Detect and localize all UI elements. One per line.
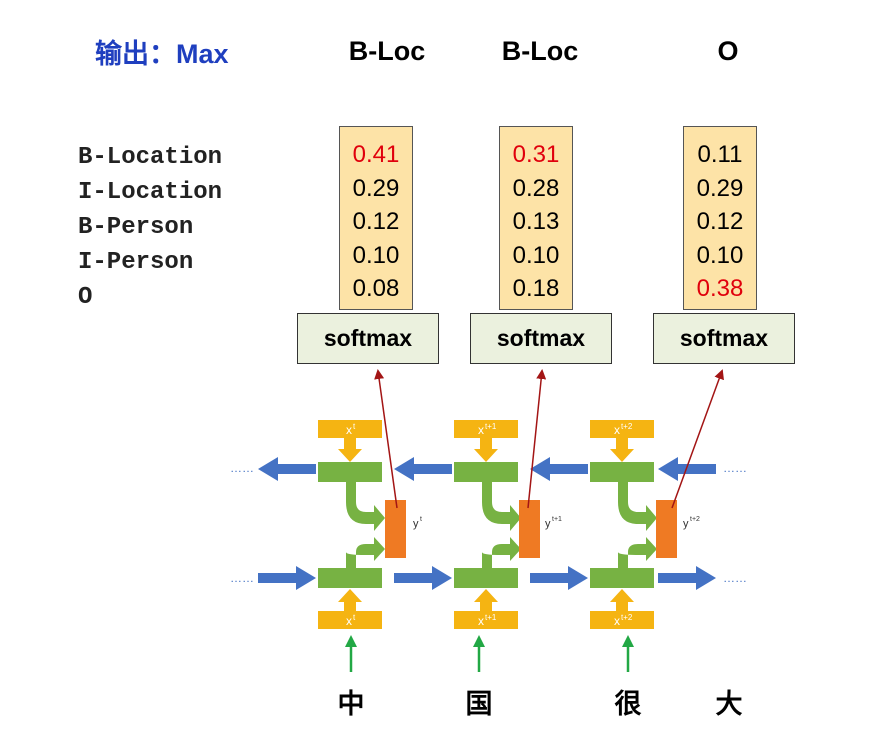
forward-arrow-icon xyxy=(258,566,316,590)
input-block-top xyxy=(318,420,382,438)
up-arrow-icon xyxy=(474,589,498,611)
x-bottom-label: x xyxy=(478,614,484,628)
bend-arrow-icon xyxy=(482,537,521,568)
x-top-label: x xyxy=(478,423,484,437)
x-bottom-sup: t+2 xyxy=(621,613,633,622)
forward-arrow-icon xyxy=(658,566,716,590)
dots-bottom-left: …… xyxy=(230,571,254,585)
input-block-top xyxy=(454,420,518,438)
prob-value: 0.12 xyxy=(352,208,400,235)
prob-value: 0.18 xyxy=(512,275,560,302)
prob-value: 0.31 xyxy=(512,141,560,168)
forward-arrow-icon xyxy=(394,566,452,590)
dots-top-right: …… xyxy=(723,461,747,475)
output-tag-2: B-Loc xyxy=(501,36,579,66)
prob-value: 0.29 xyxy=(696,174,744,202)
class-label: I-Location xyxy=(78,179,223,206)
output-arrow-1 xyxy=(374,369,398,509)
input-block-bottom xyxy=(454,611,518,629)
backward-cell xyxy=(318,462,382,482)
y-label: y xyxy=(683,518,689,530)
x-bottom-sup: t xyxy=(353,613,356,622)
output-tag-3: O xyxy=(717,36,739,66)
output-cell xyxy=(656,500,677,558)
input-char-4: 大 xyxy=(715,689,743,719)
bend-arrow-icon xyxy=(618,537,657,568)
x-bottom-sup: t+1 xyxy=(485,613,497,622)
down-arrow-icon xyxy=(474,438,498,462)
softmax-box-2: softmax xyxy=(470,313,612,364)
output-cell xyxy=(519,500,540,558)
prob-value: 0.38 xyxy=(696,275,744,302)
x-top-sup: t xyxy=(353,422,356,431)
class-label: I-Person xyxy=(78,249,194,276)
dots-bottom-right: …… xyxy=(723,571,747,585)
y-sup: t xyxy=(420,516,422,523)
input-block-top xyxy=(590,420,654,438)
forward-arrow-icon xyxy=(530,566,588,590)
lstm-column-3: x t+2 y t+2 x t+2 xyxy=(590,420,700,629)
up-arrow-icon xyxy=(338,589,362,611)
lstm-column-1: x t y t x t xyxy=(318,420,422,629)
backward-arrow-icon xyxy=(530,457,588,481)
prob-box-2: 0.31 0.28 0.13 0.10 0.18 xyxy=(499,126,573,310)
prob-value: 0.29 xyxy=(352,174,400,202)
x-bottom-label: x xyxy=(614,614,620,628)
x-top-label: x xyxy=(346,423,352,437)
x-bottom-label: x xyxy=(346,614,352,628)
backward-cell xyxy=(454,462,518,482)
input-char-1: 中 xyxy=(337,689,365,719)
y-sup: t+2 xyxy=(690,516,700,523)
backward-arrow-icon xyxy=(394,457,452,481)
output-tag-1: B-Loc xyxy=(348,36,426,66)
prob-value: 0.10 xyxy=(696,241,744,269)
output-cell xyxy=(385,500,406,558)
bend-arrow-icon xyxy=(618,482,657,531)
y-label: y xyxy=(545,518,551,530)
forward-cell xyxy=(454,568,518,588)
prob-box-3: 0.11 0.29 0.12 0.10 0.38 xyxy=(683,126,757,310)
input-char-3: 很 xyxy=(614,689,642,719)
output-label: 输出：Max xyxy=(95,39,229,69)
input-block-bottom xyxy=(590,611,654,629)
class-label: O xyxy=(78,284,93,311)
x-top-label: x xyxy=(614,423,620,437)
prob-value: 0.10 xyxy=(512,241,560,269)
input-char-2: 国 xyxy=(465,689,493,719)
dots-top-left: …… xyxy=(230,461,254,475)
class-label: B-Location xyxy=(78,144,223,171)
class-label: B-Person xyxy=(78,214,194,241)
prob-box-1: 0.41 0.29 0.12 0.10 0.08 xyxy=(339,126,413,310)
backward-cell xyxy=(590,462,654,482)
forward-cell xyxy=(590,568,654,588)
prob-value: 0.41 xyxy=(352,141,400,168)
backward-arrow-icon xyxy=(258,457,316,481)
prob-value: 0.13 xyxy=(512,208,560,235)
prob-value: 0.12 xyxy=(696,208,744,235)
y-sup: t+1 xyxy=(552,516,562,523)
y-label: y xyxy=(413,518,419,530)
up-arrow-icon xyxy=(610,589,634,611)
forward-cell xyxy=(318,568,382,588)
output-arrow-3 xyxy=(671,369,724,509)
x-top-sup: t+1 xyxy=(485,422,497,431)
down-arrow-icon xyxy=(610,438,634,462)
x-top-sup: t+2 xyxy=(621,422,633,431)
prob-value: 0.11 xyxy=(697,141,743,168)
bend-arrow-icon xyxy=(482,482,521,531)
bend-arrow-icon xyxy=(346,482,385,531)
output-arrow-2 xyxy=(527,369,547,509)
prob-value: 0.10 xyxy=(352,241,400,269)
input-block-bottom xyxy=(318,611,382,629)
prob-value: 0.28 xyxy=(512,174,560,202)
prob-value: 0.08 xyxy=(352,275,400,302)
class-list: B-Location I-Location B-Person I-Person … xyxy=(78,140,222,315)
lstm-column-2: x t+1 y t+1 x t+1 xyxy=(454,420,562,629)
softmax-box-1: softmax xyxy=(297,313,439,364)
down-arrow-icon xyxy=(338,438,362,462)
softmax-box-3: softmax xyxy=(653,313,795,364)
bend-arrow-icon xyxy=(346,537,385,568)
